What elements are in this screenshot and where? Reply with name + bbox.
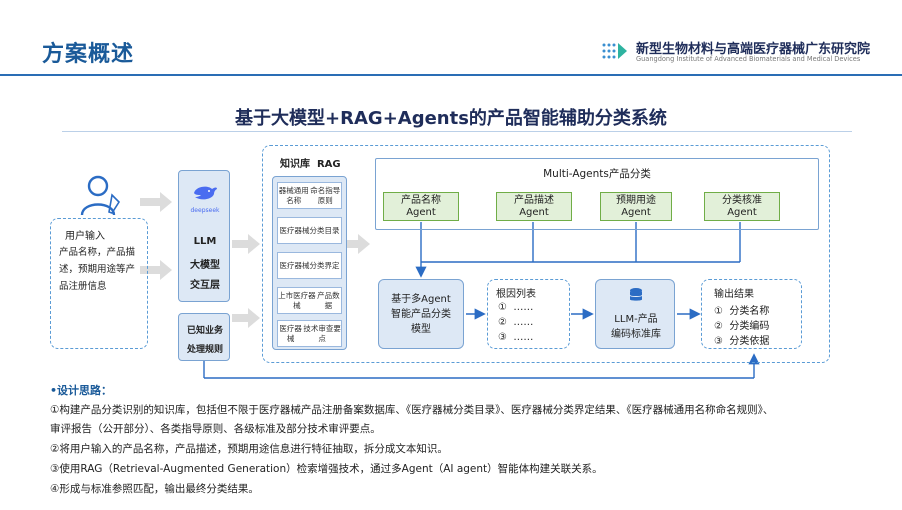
design-note-line: 审评报告（公开部分）、各类指导原则、各级标准及部分技术审评要点。 xyxy=(50,423,381,435)
output-item: ② 分类编码 xyxy=(714,321,770,332)
core-classification-model: 基于多Agent 智能产品分类 模型 xyxy=(378,279,464,349)
deepseek-logo-text: deepseek xyxy=(190,207,220,214)
system-container xyxy=(262,145,830,363)
kb-item-text: 分类目录 xyxy=(309,225,340,235)
llm-label-2: 大模型 xyxy=(190,260,220,271)
kb-item-listed-product-data: 上市医疗器械产品数据 xyxy=(277,287,342,314)
llm-label-1: LLM xyxy=(193,236,217,247)
llm-layer-box: deepseek LLM 大模型 交互层 xyxy=(178,170,230,302)
kb-item-text: 医疗器械 xyxy=(279,260,310,270)
llm-library-line: LLM-产品 xyxy=(614,314,658,325)
kb-item-text: 上市医疗器械 xyxy=(278,290,316,310)
user-input-title: 用户输入 xyxy=(65,231,105,242)
kb-item-text: 医疗器械 xyxy=(279,225,310,235)
root-list-title: 根因列表 xyxy=(496,289,536,300)
header-divider xyxy=(0,74,902,76)
org-logo-icon xyxy=(600,40,630,62)
agent-label: 分类核准 xyxy=(722,194,762,206)
output-item: ① 分类名称 xyxy=(714,306,770,317)
core-model-line: 模型 xyxy=(411,323,431,335)
user-input-desc-3: 品注册信息 xyxy=(59,281,107,292)
root-list-item: ③ …… xyxy=(498,332,534,343)
database-icon xyxy=(628,287,644,303)
org-name: 新型生物材料与高端医疗器械广东研究院 xyxy=(636,42,871,57)
kb-item-text: 技术审查要点 xyxy=(303,323,341,343)
llm-coding-library: LLM-产品 编码标准库 xyxy=(595,279,675,349)
llm-label-3: 交互层 xyxy=(190,280,220,291)
org-name-en: Guangdong Institute of Advanced Biomater… xyxy=(636,55,861,63)
root-cause-list: 根因列表 ① …… ② …… ③ …… xyxy=(487,279,570,349)
agent-label: 产品描述 xyxy=(514,194,554,206)
agent-label: 产品名称 xyxy=(401,194,441,206)
kb-title: 知识库 RAG xyxy=(280,159,341,170)
multi-agents-panel xyxy=(375,158,819,230)
known-rules-box: 已知业务 处理规则 xyxy=(178,313,230,361)
design-note-line: ②将用户输入的产品名称，产品描述，预期用途信息进行特征抽取，拆分成文本知识。 xyxy=(50,443,448,455)
kb-item-text: 器械通用名称 xyxy=(278,185,309,205)
user-input-desc-1: 产品名称，产品描 xyxy=(59,247,136,258)
diagram-title: 基于大模型+RAG+Agents的产品智能辅助分类系统 xyxy=(235,108,667,129)
output-results: 输出结果 ① 分类名称 ② 分类编码 ③ 分类依据 xyxy=(701,279,802,349)
kb-item-classification-definition: 医疗器械分类界定 xyxy=(277,252,342,279)
agent-label: Agent xyxy=(727,206,757,218)
design-note-line: ③使用RAG（Retrieval-Augmented Generation）检索… xyxy=(50,463,603,475)
agent-label: Agent xyxy=(621,206,651,218)
multi-agents-title: Multi-Agents产品分类 xyxy=(543,168,651,180)
design-note-line: ①构建产品分类识别的知识库，包括但不限于医疗器械产品注册备案数据库、《医疗器械分… xyxy=(50,404,774,416)
kb-item-naming-guideline: 器械通用名称命名指导原则 xyxy=(277,182,342,209)
user-input-box: 用户输入 产品名称，产品描 述，预期用途等产 品注册信息 xyxy=(50,218,148,349)
known-rules-line-2: 处理规则 xyxy=(186,345,223,355)
known-rules-line-1: 已知业务 xyxy=(186,326,223,336)
kb-item-technical-review: 医疗器械技术审查要点 xyxy=(277,320,342,347)
page-header-title: 方案概述 xyxy=(42,41,135,67)
kb-item-text: 产品数据 xyxy=(317,290,340,310)
core-model-line: 基于多Agent xyxy=(391,293,451,305)
user-icon xyxy=(78,173,122,217)
title-divider xyxy=(62,131,852,132)
output-title: 输出结果 xyxy=(714,289,754,300)
agent-label: 预期用途 xyxy=(616,194,656,206)
agent-label: Agent xyxy=(406,206,436,218)
kb-item-text: 命名指导原则 xyxy=(310,185,341,205)
agent-label: Agent xyxy=(519,206,549,218)
core-model-line: 智能产品分类 xyxy=(391,308,451,320)
llm-library-line: 编码标准库 xyxy=(611,329,661,340)
design-note-line: ④形成与标准参照匹配，输出最终分类结果。 xyxy=(50,483,259,495)
kb-item-text: 医疗器械 xyxy=(279,323,302,343)
root-list-item: ② …… xyxy=(498,317,534,328)
root-list-item: ① …… xyxy=(498,302,534,313)
user-input-desc-2: 述，预期用途等产 xyxy=(59,264,136,275)
kb-item-classification-catalog: 医疗器械分类目录 xyxy=(277,217,342,244)
design-notes-heading: •设计思路： xyxy=(50,384,113,397)
output-item: ③ 分类依据 xyxy=(714,336,770,347)
kb-item-text: 分类界定 xyxy=(309,260,340,270)
whale-logo-icon xyxy=(192,183,218,203)
